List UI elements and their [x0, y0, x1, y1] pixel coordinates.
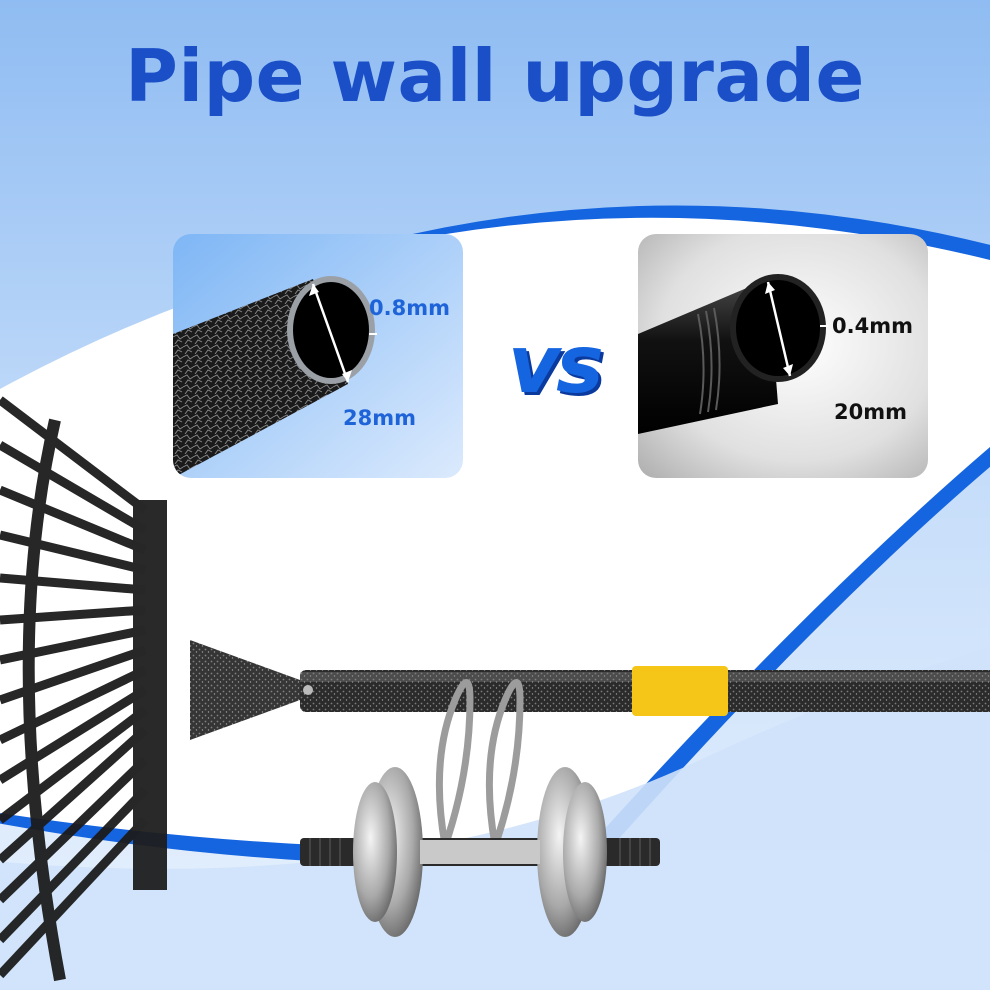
diameter-label: 20mm: [834, 400, 907, 424]
thickness-label: 0.4mm: [832, 314, 913, 338]
diameter-label: 28mm: [343, 406, 416, 430]
page-title: Pipe wall upgrade: [125, 34, 865, 118]
yellow-band: [632, 666, 728, 716]
dumbbell: [300, 767, 660, 937]
vs-badge: vs: [508, 318, 604, 411]
rake-head: [0, 396, 300, 982]
thickness-label: 0.8mm: [369, 296, 450, 320]
thick-pipe-illustration: [173, 234, 463, 478]
thin-pipe-illustration: [638, 234, 928, 478]
thin-pipe-card: 0.4mm 20mm: [638, 234, 928, 478]
thick-pipe-card: 0.8mm 28mm: [173, 234, 463, 478]
